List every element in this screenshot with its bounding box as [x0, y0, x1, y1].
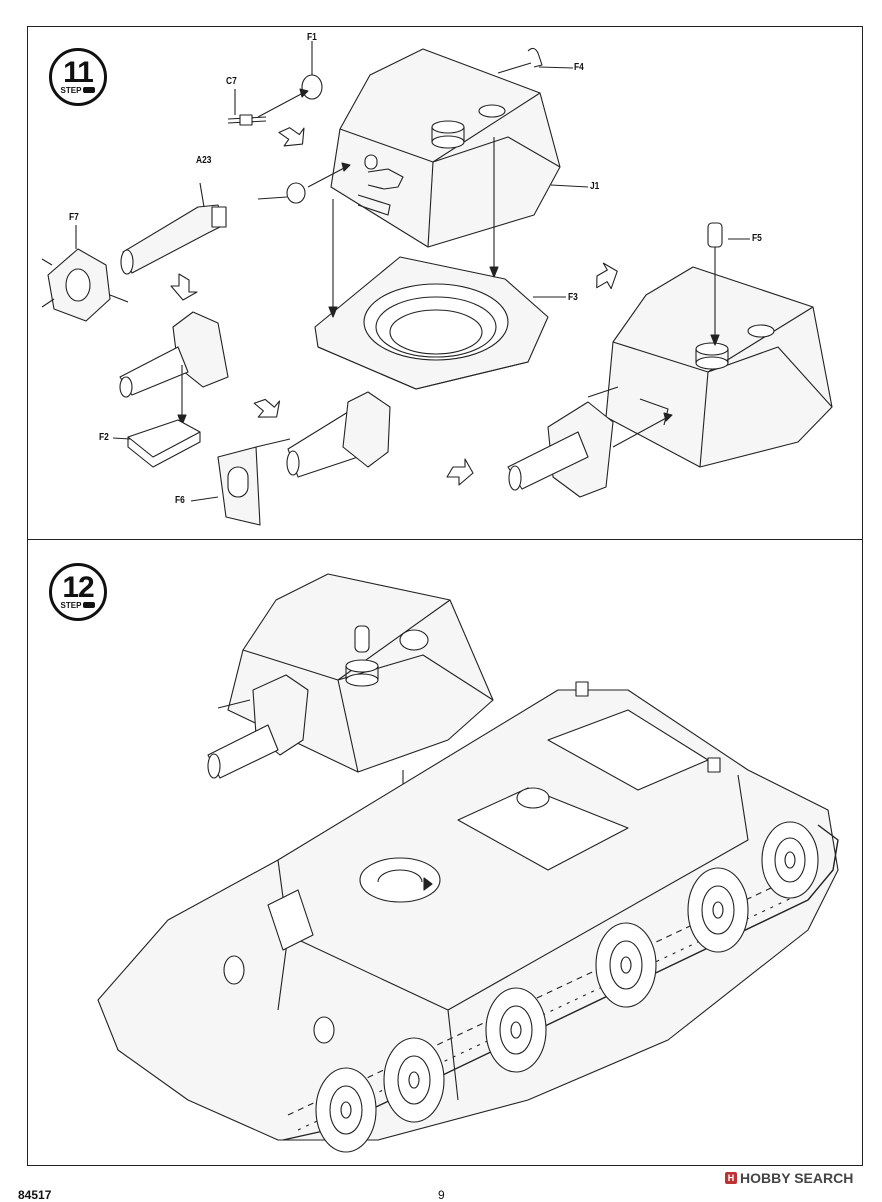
road-wheel: [383, 1037, 445, 1123]
label-f5: F5: [752, 232, 762, 244]
tank-icon: [83, 602, 96, 608]
step-12-panel: 12 STEP: [27, 539, 863, 1166]
label-f3: F3: [568, 291, 578, 303]
kit-code: 84517: [18, 1188, 52, 1202]
part-c7: [227, 114, 267, 126]
road-wheel: [761, 821, 819, 899]
step-11-panel: 11 STEP: [27, 26, 863, 540]
step-11-number: 11: [63, 55, 94, 89]
step-12-badge: 12 STEP: [49, 563, 107, 621]
turret-ring-f3-part: [314, 256, 549, 390]
hobby-search-logo-icon: H: [725, 1172, 737, 1184]
label-f2: F2: [99, 431, 109, 443]
part-f4: [527, 47, 543, 68]
part-f2: [127, 419, 201, 468]
gun-barrel-a23-part: [120, 182, 227, 275]
turret-j1-part: [330, 48, 561, 248]
step-12-number: 12: [62, 570, 94, 604]
step-11-word: STEP: [60, 85, 82, 95]
page-number: 9: [438, 1188, 445, 1202]
label-f7: F7: [69, 211, 79, 223]
tank-icon: [83, 87, 96, 93]
road-wheel: [485, 987, 547, 1073]
step-11-drawing: [41, 41, 833, 526]
tank-hull: [97, 681, 839, 1141]
road-wheel: [687, 867, 749, 953]
watermark-text: HOBBY SEARCH: [740, 1170, 854, 1186]
label-f6: F6: [175, 494, 185, 506]
road-wheel: [595, 922, 657, 1008]
label-c7: C7: [226, 75, 237, 87]
label-f4: F4: [574, 61, 584, 73]
part-f1: [301, 74, 323, 100]
label-f1: F1: [307, 31, 317, 43]
step-11-badge: 11 STEP: [49, 48, 107, 106]
mantlet-f7-part: [41, 248, 129, 322]
road-wheel: [315, 1067, 377, 1153]
label-a23: A23: [196, 154, 212, 166]
watermark: H HOBBY SEARCH: [725, 1170, 853, 1186]
part-f6: [217, 391, 391, 526]
gun-assembly-part: [119, 311, 229, 426]
label-j1: J1: [590, 180, 600, 192]
step-12-drawing: [97, 573, 839, 1153]
turret-assembly: [207, 573, 494, 779]
step-12-word: STEP: [60, 600, 82, 610]
assembled-turret-part: [507, 222, 833, 498]
road-wheels: [315, 821, 819, 1153]
